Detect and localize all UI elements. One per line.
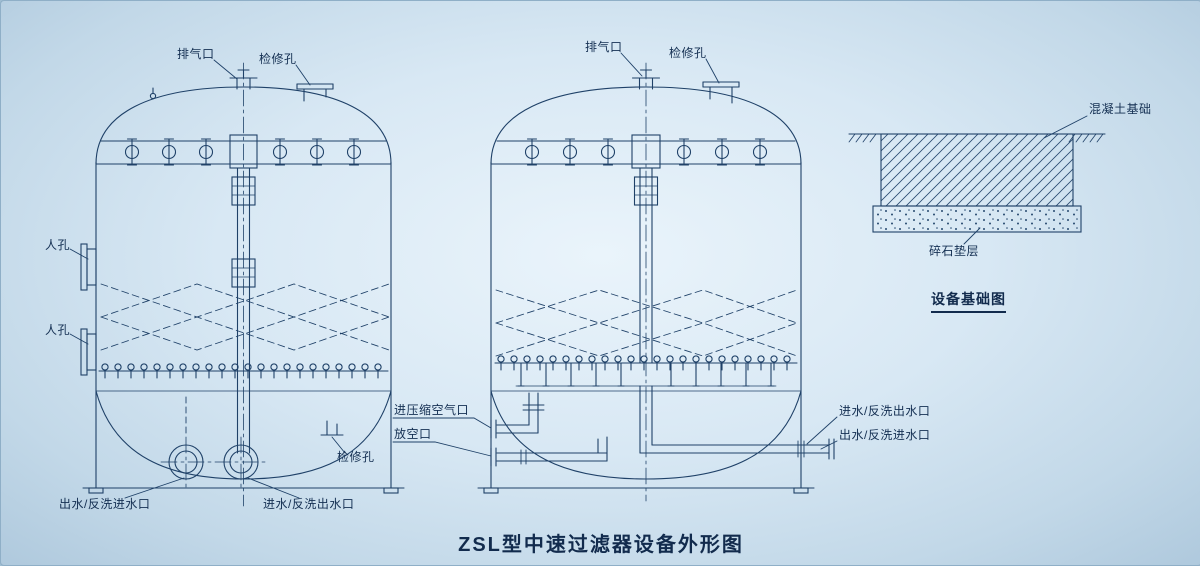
label-concrete-foundation: 混凝土基础 — [1089, 102, 1152, 116]
leader-lines — [69, 52, 1088, 499]
drawing-title: ZSL型中速过滤器设备外形图 — [458, 534, 744, 556]
left-tank-drawing — [80, 62, 405, 507]
label-left-water-outlet: 出水/反洗进水口 — [59, 497, 151, 511]
foundation-detail-drawing — [848, 133, 1106, 233]
label-left-exhaust-port: 排气口 — [177, 47, 215, 61]
label-center-compressed-air: 进压缩空气口 — [394, 403, 470, 417]
label-left-inspection-bottom: 检修孔 — [337, 450, 375, 464]
center-tank-drawing — [477, 62, 835, 502]
foundation-diagram-caption: 设备基础图 — [931, 289, 1006, 313]
label-left-inspection-top: 检修孔 — [259, 52, 297, 66]
label-left-water-inlet: 进水/反洗出水口 — [263, 497, 355, 511]
label-center-vent-port: 放空口 — [394, 427, 432, 441]
label-center-water-outlet: 出水/反洗进水口 — [839, 428, 931, 442]
label-center-inspection-top: 检修孔 — [669, 46, 707, 60]
label-left-manhole-upper: 人孔 — [45, 238, 71, 252]
label-center-exhaust-port: 排气口 — [585, 40, 623, 54]
label-gravel-cushion: 碎石垫层 — [929, 244, 980, 258]
label-left-manhole-lower: 人孔 — [45, 323, 71, 337]
label-center-water-inlet: 进水/反洗出水口 — [839, 404, 931, 418]
